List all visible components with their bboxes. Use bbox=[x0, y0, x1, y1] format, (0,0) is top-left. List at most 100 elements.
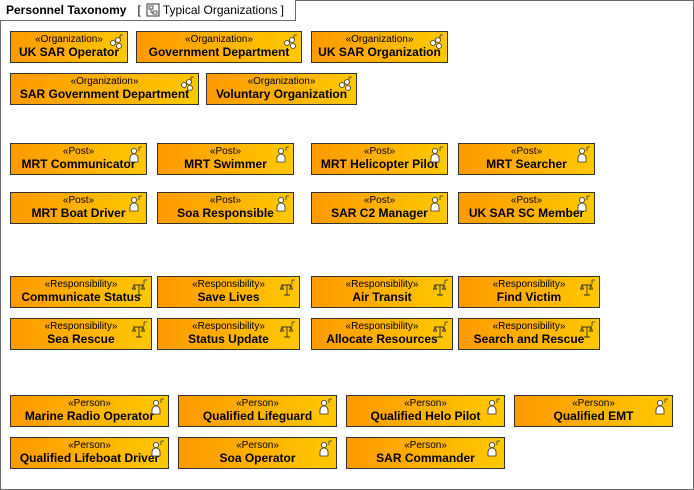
organization-icon bbox=[110, 34, 123, 49]
block-organization[interactable]: «Organization» UK SAR Organization bbox=[311, 31, 448, 63]
block-name: SAR C2 Manager bbox=[331, 206, 428, 220]
block-responsibility[interactable]: «Responsibility» Air Transit bbox=[311, 276, 453, 308]
block-name: Sea Rescue bbox=[47, 332, 115, 346]
block-responsibility[interactable]: «Responsibility» Allocate Resources bbox=[311, 318, 453, 350]
person-icon bbox=[319, 440, 332, 457]
post-icon bbox=[577, 195, 590, 212]
block-stereotype: «Post» bbox=[209, 195, 242, 206]
post-icon bbox=[276, 146, 289, 163]
block-person[interactable]: «Person» Soa Operator bbox=[178, 437, 337, 469]
block-stereotype: «Responsibility» bbox=[492, 321, 566, 332]
block-post[interactable]: «Post» Soa Responsible bbox=[157, 192, 294, 224]
block-person[interactable]: «Person» Qualified Lifeboat Driver bbox=[10, 437, 169, 469]
block-organization[interactable]: «Organization» SAR Government Department bbox=[10, 73, 199, 105]
block-name: Marine Radio Operator bbox=[24, 409, 155, 423]
organization-icon bbox=[181, 76, 194, 91]
block-name: Soa Responsible bbox=[177, 206, 274, 220]
responsibility-icon bbox=[433, 279, 448, 296]
person-icon bbox=[487, 398, 500, 415]
block-name: SAR Commander bbox=[376, 451, 475, 465]
block-stereotype: «Organization» bbox=[70, 76, 139, 87]
block-name: Air Transit bbox=[352, 290, 412, 304]
frame-bracket-open: [ bbox=[137, 3, 141, 17]
block-stereotype: «Responsibility» bbox=[192, 279, 265, 290]
block-post[interactable]: «Post» MRT Communicator bbox=[10, 143, 147, 175]
post-icon bbox=[430, 195, 443, 212]
person-icon bbox=[487, 440, 500, 457]
block-person[interactable]: «Person» Qualified Helo Pilot bbox=[346, 395, 505, 427]
block-name: MRT Searcher bbox=[486, 157, 567, 171]
block-name: UK SAR SC Member bbox=[468, 206, 585, 220]
block-stereotype: «Post» bbox=[62, 195, 95, 206]
diagram-type-icon bbox=[146, 3, 160, 17]
frame-bracket-close: ] bbox=[280, 3, 284, 17]
organization-icon bbox=[430, 34, 443, 49]
block-responsibility[interactable]: «Responsibility» Communicate Status bbox=[10, 276, 152, 308]
block-name: Qualified Lifeboat Driver bbox=[19, 451, 160, 465]
post-icon bbox=[577, 146, 590, 163]
block-stereotype: «Responsibility» bbox=[192, 321, 265, 332]
frame-header-tab: Personnel Taxonomy [ Typical Organizatio… bbox=[0, 0, 296, 21]
block-name: Soa Operator bbox=[219, 451, 296, 465]
block-stereotype: «Post» bbox=[62, 146, 95, 157]
responsibility-icon bbox=[132, 321, 147, 338]
block-post[interactable]: «Post» MRT Swimmer bbox=[157, 143, 294, 175]
post-icon bbox=[129, 195, 142, 212]
block-name: SAR Government Department bbox=[19, 87, 190, 101]
block-organization[interactable]: «Organization» Voluntary Organization bbox=[206, 73, 357, 105]
block-responsibility[interactable]: «Responsibility» Status Update bbox=[157, 318, 300, 350]
block-stereotype: «Responsibility» bbox=[492, 279, 566, 290]
block-name: Voluntary Organization bbox=[215, 87, 348, 101]
block-post[interactable]: «Post» SAR C2 Manager bbox=[311, 192, 448, 224]
block-responsibility[interactable]: «Responsibility» Search and Rescue bbox=[458, 318, 600, 350]
block-person[interactable]: «Person» Qualified EMT bbox=[514, 395, 673, 427]
person-icon bbox=[655, 398, 668, 415]
post-icon bbox=[430, 146, 443, 163]
block-stereotype: «Responsibility» bbox=[44, 321, 118, 332]
block-name: MRT Boat Driver bbox=[31, 206, 126, 220]
block-stereotype: «Person» bbox=[404, 440, 447, 451]
post-icon bbox=[129, 146, 142, 163]
block-person[interactable]: «Person» Marine Radio Operator bbox=[10, 395, 169, 427]
block-name: Find Victim bbox=[496, 290, 562, 304]
frame-title: Personnel Taxonomy bbox=[6, 3, 127, 17]
block-name: Communicate Status bbox=[21, 290, 141, 304]
responsibility-icon bbox=[280, 321, 295, 338]
block-name: Qualified EMT bbox=[553, 409, 634, 423]
block-stereotype: «Person» bbox=[572, 398, 615, 409]
block-stereotype: «Person» bbox=[68, 440, 111, 451]
block-stereotype: «Person» bbox=[236, 398, 279, 409]
block-stereotype: «Post» bbox=[209, 146, 242, 157]
block-post[interactable]: «Post» MRT Boat Driver bbox=[10, 192, 147, 224]
person-icon bbox=[151, 440, 164, 457]
block-stereotype: «Person» bbox=[236, 440, 279, 451]
block-stereotype: «Organization» bbox=[35, 34, 103, 45]
block-stereotype: «Organization» bbox=[345, 34, 414, 45]
block-stereotype: «Person» bbox=[404, 398, 447, 409]
block-name: Government Department bbox=[148, 45, 290, 59]
block-person[interactable]: «Person» SAR Commander bbox=[346, 437, 505, 469]
person-icon bbox=[151, 398, 164, 415]
block-name: MRT Swimmer bbox=[184, 157, 267, 171]
block-post[interactable]: «Post» UK SAR SC Member bbox=[458, 192, 595, 224]
block-name: Search and Rescue bbox=[473, 332, 585, 346]
block-responsibility[interactable]: «Responsibility» Find Victim bbox=[458, 276, 600, 308]
block-person[interactable]: «Person» Qualified Lifeguard bbox=[178, 395, 337, 427]
block-stereotype: «Post» bbox=[510, 146, 543, 157]
block-responsibility[interactable]: «Responsibility» Save Lives bbox=[157, 276, 300, 308]
responsibility-icon bbox=[580, 279, 595, 296]
person-icon bbox=[319, 398, 332, 415]
block-stereotype: «Organization» bbox=[247, 76, 316, 87]
responsibility-icon bbox=[280, 279, 295, 296]
block-responsibility[interactable]: «Responsibility» Sea Rescue bbox=[10, 318, 152, 350]
block-post[interactable]: «Post» MRT Searcher bbox=[458, 143, 595, 175]
block-post[interactable]: «Post» MRT Helicopter Pilot bbox=[311, 143, 448, 175]
responsibility-icon bbox=[433, 321, 448, 338]
block-stereotype: «Person» bbox=[68, 398, 111, 409]
block-organization[interactable]: «Organization» Government Department bbox=[136, 31, 302, 63]
block-organization[interactable]: «Organization» UK SAR Operator bbox=[10, 31, 128, 63]
block-stereotype: «Post» bbox=[510, 195, 543, 206]
block-name: MRT Communicator bbox=[21, 157, 136, 171]
organization-icon bbox=[339, 76, 352, 91]
responsibility-icon bbox=[132, 279, 147, 296]
